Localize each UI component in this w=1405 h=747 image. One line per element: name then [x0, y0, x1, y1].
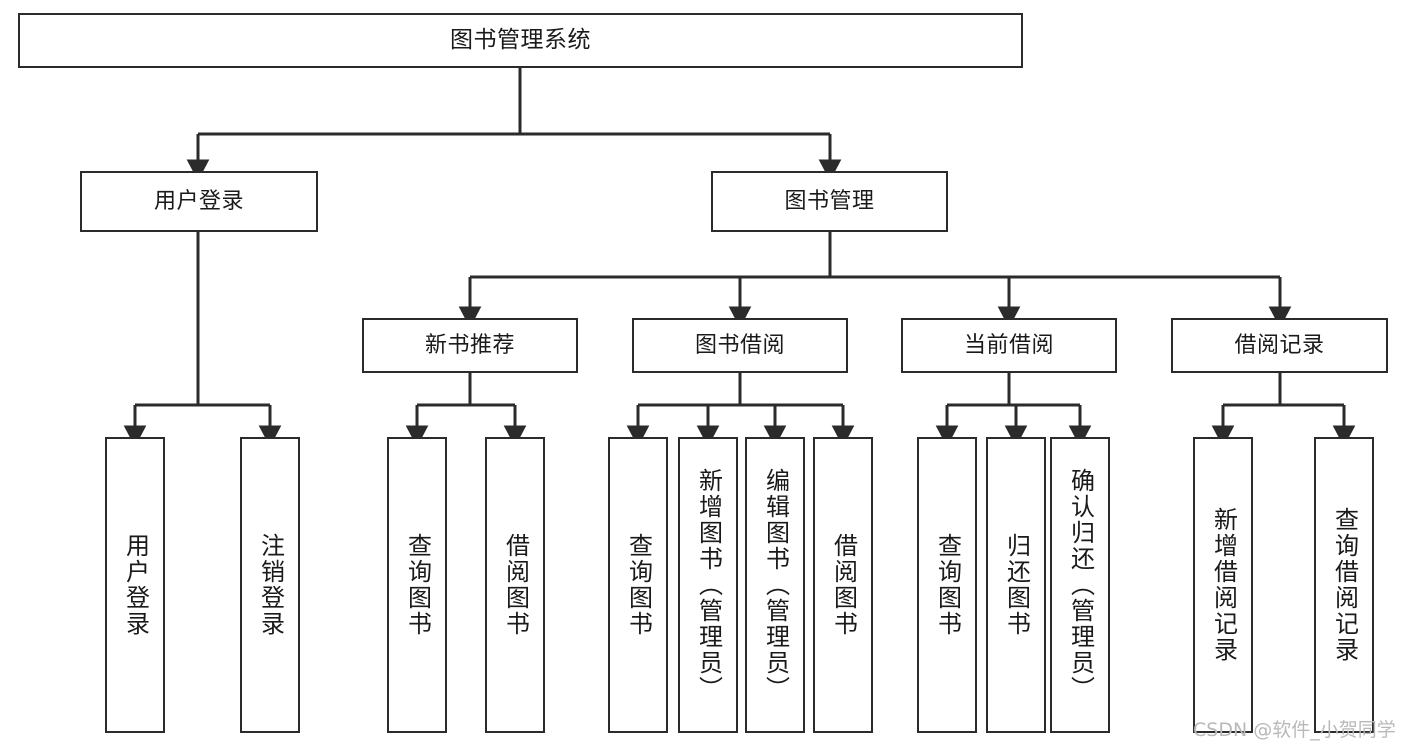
node-label: 编辑图书（管理员） [761, 468, 790, 702]
node-label: 图书管理系统 [450, 27, 591, 54]
node-label: 借阅记录 [1234, 332, 1325, 358]
leaf-book-borrow-edit-book-admin[interactable]: 编辑图书（管理员） [745, 437, 805, 733]
leaf-user-login-logout[interactable]: 注销登录 [240, 437, 300, 733]
node-root-book-management-system[interactable]: 图书管理系统 [18, 13, 1023, 68]
node-label: 新增图书（管理员） [694, 468, 723, 702]
node-current-borrow[interactable]: 当前借阅 [901, 318, 1117, 373]
node-label: 查询图书 [403, 533, 432, 637]
leaf-book-borrow-borrow-books[interactable]: 借阅图书 [813, 437, 873, 733]
leaf-borrow-record-add-record[interactable]: 新增借阅记录 [1193, 437, 1253, 733]
node-label: 当前借阅 [963, 332, 1054, 358]
node-label: 借阅图书 [829, 533, 858, 637]
leaf-new-book-borrow-books[interactable]: 借阅图书 [485, 437, 545, 733]
node-label: 查询图书 [933, 533, 962, 637]
node-label: 图书管理 [784, 188, 875, 214]
leaf-user-login-login[interactable]: 用户登录 [105, 437, 165, 733]
leaf-new-book-query-books[interactable]: 查询图书 [387, 437, 447, 733]
node-label: 确认归还（管理员） [1066, 468, 1095, 702]
leaf-book-borrow-query-books[interactable]: 查询图书 [608, 437, 668, 733]
node-book-management[interactable]: 图书管理 [711, 171, 948, 232]
csdn-watermark: CSDN @软件_小贺同学 [1193, 719, 1396, 741]
node-label: 归还图书 [1002, 533, 1031, 637]
node-label: 借阅图书 [501, 533, 530, 637]
node-label: 查询借阅记录 [1330, 507, 1359, 663]
node-label: 新增借阅记录 [1209, 507, 1238, 663]
leaf-current-borrow-query-books[interactable]: 查询图书 [917, 437, 977, 733]
node-new-book-recommend[interactable]: 新书推荐 [362, 318, 578, 373]
leaf-current-borrow-confirm-return-admin[interactable]: 确认归还（管理员） [1050, 437, 1110, 733]
node-book-borrow[interactable]: 图书借阅 [632, 318, 848, 373]
node-label: 图书借阅 [694, 332, 785, 358]
leaf-borrow-record-query-record[interactable]: 查询借阅记录 [1314, 437, 1374, 733]
node-label: 查询图书 [624, 533, 653, 637]
leaf-current-borrow-return-books[interactable]: 归还图书 [986, 437, 1046, 733]
node-borrow-record[interactable]: 借阅记录 [1171, 318, 1388, 373]
node-user-login[interactable]: 用户登录 [80, 171, 318, 232]
node-label: 用户登录 [121, 533, 150, 637]
node-label: 注销登录 [256, 533, 285, 637]
leaf-book-borrow-add-book-admin[interactable]: 新增图书（管理员） [678, 437, 738, 733]
node-label: 用户登录 [153, 188, 244, 214]
node-label: 新书推荐 [424, 332, 515, 358]
